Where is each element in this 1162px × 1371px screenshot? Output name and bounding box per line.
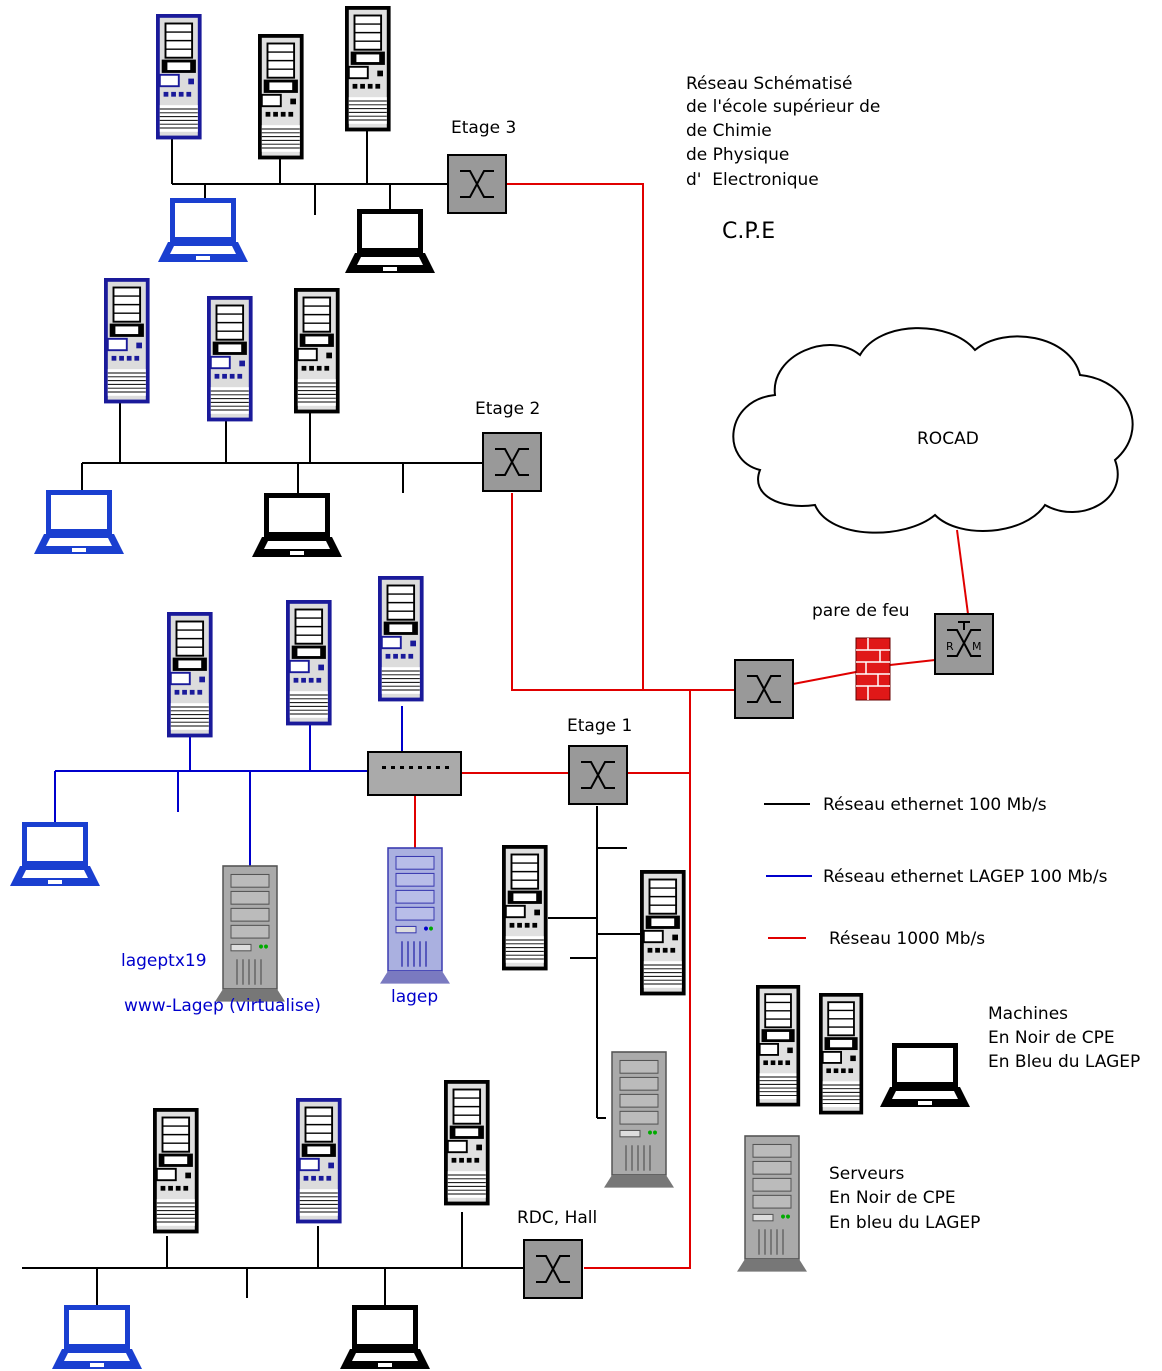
- legend-servers: En bleu du LAGEP: [829, 1213, 980, 1233]
- pc-lagep: [377, 575, 425, 703]
- switch-etage1: [568, 745, 628, 805]
- switch-etage3: [447, 154, 507, 214]
- laptop-lagep: [34, 490, 124, 554]
- internet-cloud-icon: [732, 327, 1134, 534]
- title-line: d' Electronique: [686, 170, 819, 190]
- legend-machines: En Noir de CPE: [988, 1028, 1115, 1048]
- svg-text:M: M: [972, 640, 982, 653]
- pc-lagep: [285, 599, 333, 727]
- title-line: de Physique: [686, 145, 789, 165]
- pc-lagep: [166, 611, 214, 739]
- legend-black-line: Réseau ethernet 100 Mb/s: [823, 795, 1047, 815]
- server-lageptx19: [214, 865, 286, 1003]
- firewall-icon: [855, 637, 891, 701]
- laptop-cpe: [345, 209, 435, 273]
- title-line: Réseau Schématisé: [686, 74, 852, 94]
- cloud-label: ROCAD: [917, 429, 979, 449]
- legend-servers: En Noir de CPE: [829, 1188, 956, 1208]
- pc-cpe: [639, 869, 687, 997]
- rdc-lan: [22, 1212, 525, 1308]
- pc-lagep: [206, 295, 254, 423]
- pc-cpe: [344, 5, 392, 133]
- pc-cpe: [293, 287, 341, 415]
- legend: Réseau ethernet 100 Mb/s Réseau ethernet…: [736, 795, 1140, 1273]
- legend-machines: En Bleu du LAGEP: [988, 1052, 1140, 1072]
- etage2-lan: [81, 395, 483, 493]
- laptop-lagep: [10, 822, 100, 886]
- rdc-label: RDC, Hall: [517, 1208, 597, 1228]
- switch-rdc: [523, 1239, 583, 1299]
- legend-red-line: Réseau 1000 Mb/s: [829, 929, 985, 949]
- pc-cpe: [501, 844, 549, 972]
- lageptx19-label: lageptx19: [121, 951, 207, 971]
- pc-cpe: [152, 1107, 200, 1235]
- router-icon: R M: [934, 613, 994, 675]
- laptop-lagep: [158, 198, 248, 262]
- svg-text:R: R: [946, 640, 954, 653]
- etage1-label: Etage 1: [567, 716, 632, 736]
- firewall-label: pare de feu: [812, 601, 910, 621]
- lagep-label: lagep: [391, 987, 438, 1007]
- laptop-cpe: [340, 1305, 430, 1369]
- pc-cpe: [257, 33, 305, 161]
- pc-cpe: [443, 1079, 491, 1207]
- pc-lagep: [295, 1097, 343, 1225]
- legend-server-icon: [736, 1135, 808, 1273]
- laptop-cpe: [252, 493, 342, 557]
- acronym: C.P.E: [722, 219, 775, 244]
- laptop-lagep: [52, 1305, 142, 1369]
- etage1-lagep-lan: [54, 700, 403, 868]
- core-switch: [734, 659, 794, 719]
- pc-lagep: [155, 13, 203, 141]
- etage3-label: Etage 3: [451, 118, 516, 138]
- legend-blue-line: Réseau ethernet LAGEP 100 Mb/s: [823, 867, 1108, 887]
- legend-laptop-icon: [880, 1043, 970, 1107]
- switch-etage2: [482, 432, 542, 492]
- server-lagep: [379, 847, 451, 985]
- pc-lagep: [103, 277, 151, 405]
- title-line: de l'école supérieur de: [686, 97, 880, 117]
- diagram-title: Réseau Schématisé de l'école supérieur d…: [686, 74, 880, 244]
- lagep-hub: [367, 751, 462, 796]
- legend-pc-icon: [818, 992, 865, 1116]
- legend-machines: Machines: [988, 1004, 1068, 1024]
- www-lagep-label: www-Lagep (virtualise): [124, 996, 321, 1016]
- title-line: de Chimie: [686, 121, 772, 141]
- legend-servers: Serveurs: [829, 1164, 905, 1184]
- legend-pc-icon: [755, 984, 802, 1108]
- server-cpe: [603, 1051, 675, 1189]
- etage2-label: Etage 2: [475, 399, 540, 419]
- etage1-cpe-lan: [548, 806, 643, 1119]
- gigabit-links: [414, 183, 969, 1269]
